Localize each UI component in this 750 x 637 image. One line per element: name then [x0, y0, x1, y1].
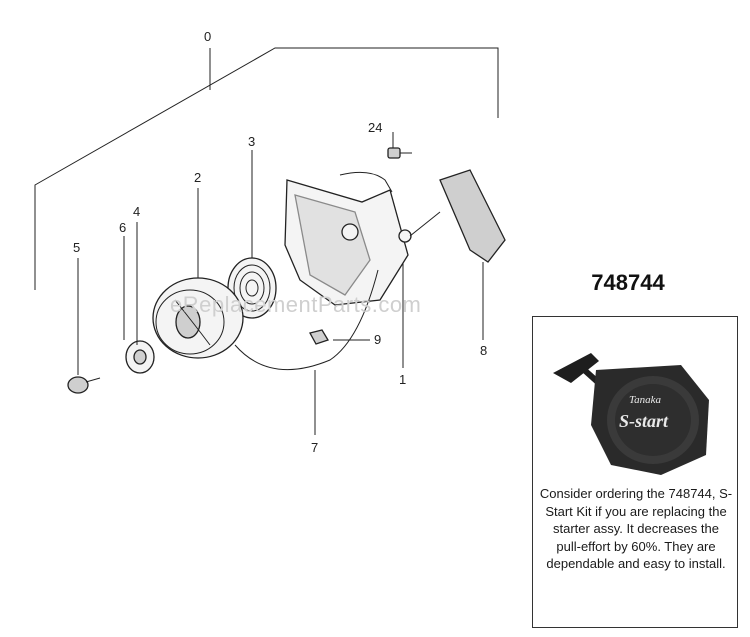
- leader-lines: [77, 132, 484, 435]
- kit-logo-label: S-start: [619, 411, 669, 431]
- s-start-kit-image: Tanaka S-start: [553, 353, 709, 475]
- part-7-rope: [234, 269, 379, 371]
- part-9-washer: [309, 329, 329, 345]
- callout-7: 7: [311, 440, 318, 455]
- callout-3: 3: [248, 134, 255, 149]
- callout-2: 2: [194, 170, 201, 185]
- part-5-screw: [67, 376, 101, 394]
- part-6-pawl: [125, 340, 155, 374]
- kit-description: Consider ordering the 748744, S-Start Ki…: [539, 486, 733, 571]
- callout-0: 0: [204, 29, 211, 44]
- part-1-starter-housing: [284, 171, 412, 306]
- watermark: eReplacementParts.com: [170, 292, 421, 317]
- part-8-handle: [409, 169, 506, 263]
- part-2-reel: [152, 277, 244, 359]
- assembly-bracket: [34, 47, 499, 290]
- callout-8: 8: [480, 343, 487, 358]
- callout-4: 4: [133, 204, 140, 219]
- kit-brand-label: Tanaka: [629, 394, 661, 406]
- callout-24: 24: [368, 120, 382, 135]
- callout-9: 9: [374, 332, 381, 347]
- callout-1: 1: [399, 372, 406, 387]
- callout-6: 6: [119, 220, 126, 235]
- kit-promo-box: Tanaka S-start Consider ordering the 748…: [532, 316, 738, 628]
- callout-5: 5: [73, 240, 80, 255]
- callout-labels: 0 24 3 2 4 6 5 9 8 1 7: [73, 29, 487, 455]
- kit-part-number: 748744: [591, 270, 665, 295]
- part-24-screw: [387, 147, 412, 159]
